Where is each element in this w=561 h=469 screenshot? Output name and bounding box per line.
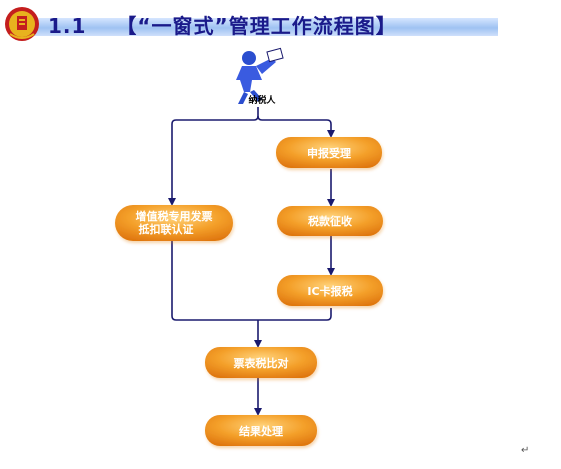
node-declaration: [276, 137, 382, 168]
taxpayer-person-icon: [236, 47, 284, 104]
node-ic-card: [277, 275, 383, 306]
title-text: 【“一窗式”管理工作流程图】: [116, 14, 397, 38]
node-comparison-label: 票表税比对: [234, 356, 289, 370]
page-title: 1.1 【“一窗式”管理工作流程图】: [48, 8, 397, 44]
node-result: [205, 415, 317, 446]
section-number: 1.1: [48, 14, 87, 38]
header: 1.1 【“一窗式”管理工作流程图】: [0, 0, 561, 44]
node-vat-invoice: [115, 205, 233, 241]
cursor-mark-icon: ↵: [521, 445, 530, 456]
node-result-label: 结果处理: [238, 424, 283, 438]
node-comparison: [205, 347, 317, 378]
header-band: [30, 18, 498, 36]
tax-emblem-icon: [5, 7, 39, 41]
node-vat-invoice-label-line2: 抵扣联认证: [139, 222, 194, 236]
node-tax-collection: [277, 206, 383, 236]
node-tax-collection-label: 税款征收: [308, 214, 352, 228]
node-declaration-label: 申报受理: [307, 146, 351, 160]
taxpayer-label: 纳税人: [248, 94, 276, 106]
node-ic-card-label: IC卡报税: [307, 284, 352, 298]
connectors: [168, 107, 335, 416]
node-vat-invoice-label-line1: 增值税专用发票: [136, 209, 213, 223]
